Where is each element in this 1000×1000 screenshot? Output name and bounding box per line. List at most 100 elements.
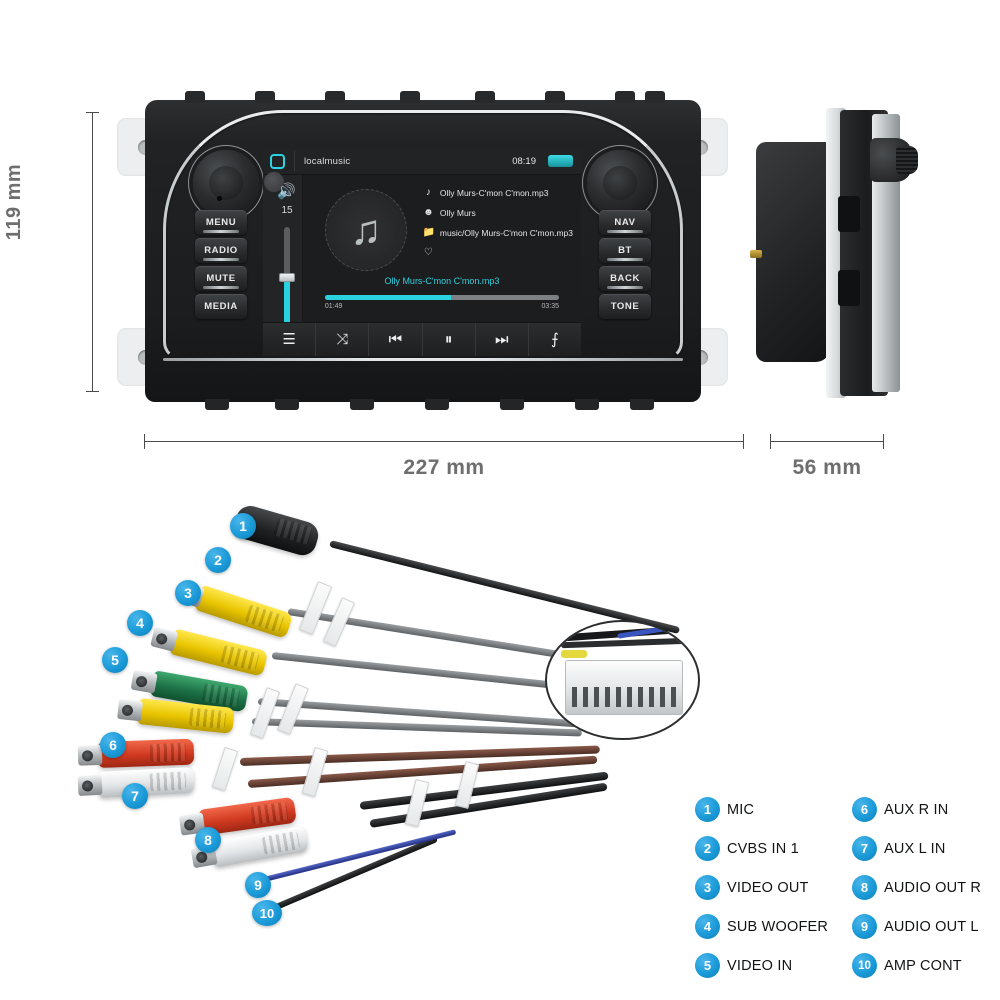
battery-icon (548, 155, 573, 167)
callout-9: 9 (245, 872, 271, 898)
button-radio[interactable]: RADIO (195, 238, 247, 263)
button-bt[interactable]: BT (599, 238, 651, 263)
track-metadata: ♪ Olly Murs-C'mon C'mon.mp3 ☻ Olly Murs … (413, 181, 573, 271)
legend-label-mic: MIC (727, 801, 755, 818)
grip-ribs (149, 742, 187, 763)
touchscreen-display[interactable]: localmusic 08:19 🔊 15 (263, 148, 581, 356)
button-back[interactable]: BACK (599, 266, 651, 291)
status-bar-divider (294, 151, 295, 171)
callout-1: 1 (230, 513, 256, 539)
callout-8: 8 (195, 827, 221, 853)
next-track-icon[interactable]: ⏭ (476, 323, 529, 356)
track-artist: Olly Murs (439, 207, 476, 218)
tune-select-knob[interactable] (587, 150, 653, 216)
metadata-row-path: 📁 music/Olly Murs-C'mon C'mon.mp3 (423, 227, 573, 238)
legend-badge-8: 8 (852, 875, 877, 900)
legend-item-2: 2 CVBS IN 1 (695, 829, 838, 868)
button-mute-label: MUTE (206, 273, 236, 284)
album-art: ♫ (324, 189, 407, 271)
callout-3: 3 (175, 580, 201, 606)
elapsed-time: 01:49 (324, 303, 343, 310)
antenna-pin (750, 250, 762, 258)
grip-ribs (244, 604, 285, 633)
video-out-rca (150, 626, 269, 677)
pause-icon[interactable]: ⏸ (423, 323, 476, 356)
legend-label-audio-out-r: AUDIO OUT R (884, 879, 981, 896)
legend-badge-6: 6 (852, 797, 877, 822)
folder-icon: 📁 (422, 227, 436, 238)
volume-power-knob[interactable] (193, 150, 259, 216)
music-note-icon: ♫ (350, 206, 382, 253)
total-time: 03:35 (541, 303, 559, 310)
grip-ribs (149, 771, 187, 792)
clock: 08:19 (512, 155, 536, 167)
right-button-column: NAV BT BACK TONE (599, 210, 651, 322)
callout-7: 7 (122, 783, 148, 809)
grip-ribs (250, 801, 289, 825)
speaker-icon[interactable]: 🔊 (277, 183, 296, 200)
source-title: localmusic (304, 155, 351, 167)
bottom-retaining-clips (205, 399, 655, 410)
legend-label-cvbs-in-1: CVBS IN 1 (727, 840, 799, 857)
equalizer-icon[interactable]: ⨍ (551, 331, 559, 348)
cvbs-in-1-rca (175, 581, 294, 640)
knob-ring-profile (896, 146, 918, 174)
track-title: Olly Murs-C'mon C'mon.mp3 (439, 187, 549, 198)
volume-level: 15 (281, 205, 293, 216)
chrome-trim-bottom (163, 358, 683, 361)
height-dimension-label: 119 mm (3, 163, 25, 241)
progress-times: 01:49 03:35 (325, 303, 559, 310)
iso-wires (560, 622, 691, 662)
music-note-icon: ♪ (425, 187, 431, 198)
head-unit-front-view: MENU RADIO MUTE MEDIA NAV BT BACK TONE l… (115, 91, 730, 410)
track-path: music/Olly Murs-C'mon C'mon.mp3 (439, 227, 573, 238)
legend-badge-10: 10 (852, 953, 877, 978)
legend-item-3: 3 VIDEO OUT (695, 868, 838, 907)
top-retaining-clips (185, 91, 665, 103)
volume-slider-fill (284, 279, 290, 347)
button-nav[interactable]: NAV (599, 210, 651, 235)
cable-tag-video-out (298, 581, 333, 635)
legend-item-7: 7 AUX L IN (852, 829, 995, 868)
callout-6: 6 (100, 732, 126, 758)
legend-item-5: 5 VIDEO IN (695, 946, 838, 985)
legend-label-video-out: VIDEO OUT (727, 879, 809, 896)
legend-badge-1: 1 (695, 797, 720, 822)
cable-tag-aux-r (249, 687, 281, 739)
now-playing-label: Olly Murs-C'mon C'mon.mp3 (384, 276, 500, 286)
button-bt-label: BT (618, 245, 632, 256)
left-button-column: MENU RADIO MUTE MEDIA (195, 210, 247, 322)
metadata-row-favorite[interactable]: ♡ (423, 247, 573, 258)
legend-label-aux-r-in: AUX R IN (884, 801, 949, 818)
width-dimension-label: 227 mm (403, 456, 485, 479)
playlist-icon[interactable]: ☰ (263, 323, 317, 356)
button-mute[interactable]: MUTE (195, 266, 247, 291)
legend-item-8: 8 AUDIO OUT R (852, 868, 995, 907)
legend-label-aux-l-in: AUX L IN (884, 840, 946, 857)
width-dimension-line (144, 434, 744, 449)
previous-track-icon[interactable]: ⏮ (369, 323, 423, 356)
home-icon[interactable] (270, 153, 285, 169)
microphone-icon (217, 196, 222, 201)
button-media[interactable]: MEDIA (195, 294, 247, 319)
legend-item-6: 6 AUX R IN (852, 790, 995, 829)
iso-pin-row (572, 687, 678, 707)
iso-plug-body (565, 660, 683, 715)
cable-tag-out-l (301, 747, 329, 797)
heart-icon[interactable]: ♡ (423, 247, 433, 258)
player-body: 🔊 15 ♫ ♪ Olly Murs-C'mon C'mon (263, 172, 581, 356)
volume-slider-handle[interactable] (279, 273, 295, 282)
legend-item-4: 4 SUB WOOFER (695, 907, 838, 946)
rca-barrel (77, 774, 103, 797)
progress-slider[interactable] (324, 295, 559, 300)
button-media-label: MEDIA (204, 301, 238, 312)
legend-label-amp-cont: AMP CONT (884, 957, 962, 974)
shuffle-icon[interactable]: ⤨ (316, 323, 370, 356)
button-tone[interactable]: TONE (599, 294, 651, 319)
button-menu[interactable]: MENU (195, 210, 247, 235)
callout-5: 5 (102, 647, 128, 673)
rca-barrel (130, 669, 158, 694)
legend-badge-9: 9 (852, 914, 877, 939)
progress-fill (324, 295, 452, 300)
